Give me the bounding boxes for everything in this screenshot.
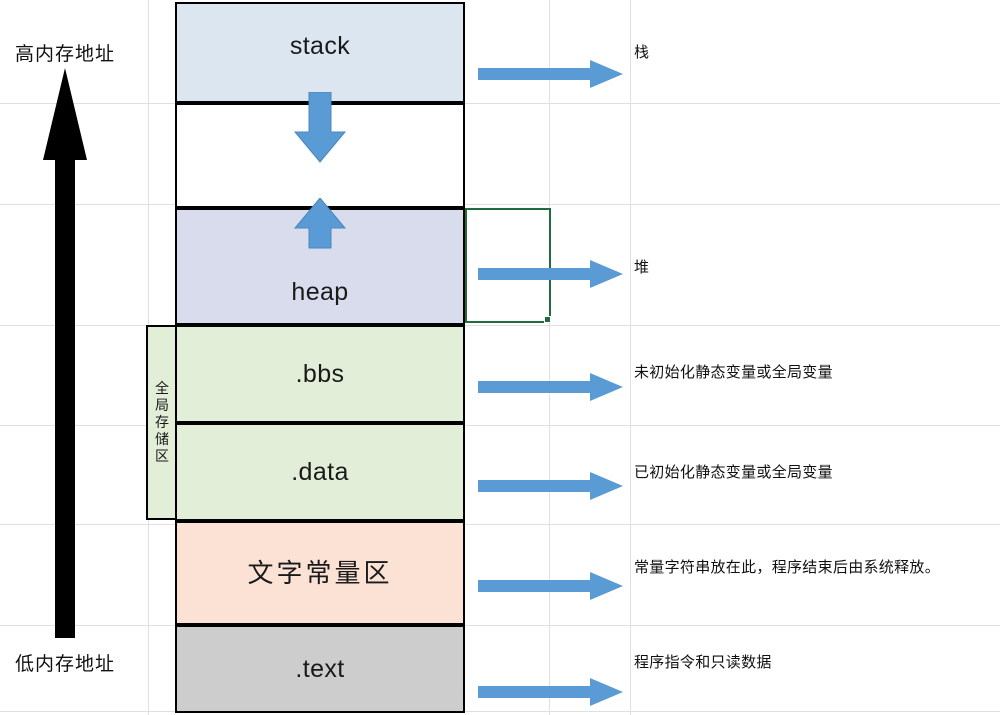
note-heap: 堆 [634,259,650,276]
memory-block-stack[interactable]: stack [175,2,465,103]
pointer-arrow-string-literals [478,572,623,600]
pointer-arrow-data [478,472,623,500]
memory-block-data[interactable]: .data [175,423,465,521]
gridline-horizontal [0,425,1000,426]
low-memory-address-label: 低内存地址 [15,654,116,675]
memory-block-string-literals-label: 文字常量区 [247,558,393,588]
memory-block-bbs-label: .bbs [295,359,345,388]
memory-block-bbs[interactable]: .bbs [175,325,465,423]
memory-block-text[interactable]: .text [175,625,465,713]
gridline-vertical [549,0,550,715]
pointer-arrow-bbs [478,373,623,401]
gridline-horizontal [0,325,1000,326]
pointer-arrow-text [478,678,623,706]
spreadsheet-cell-selection[interactable] [465,208,551,323]
note-text: 程序指令和只读数据 [634,654,772,671]
note-stack: 栈 [634,44,650,61]
gridline-horizontal [0,524,1000,525]
memory-block-string-literals[interactable]: 文字常量区 [175,521,465,625]
gridline-horizontal [0,103,1000,104]
note-data: 已初始化静态变量或全局变量 [634,464,833,481]
memory-block-stack-label: stack [289,32,351,60]
memory-block-data-label: .data [291,457,349,486]
note-bbs: 未初始化静态变量或全局变量 [634,364,833,381]
memory-block-text-label: .text [295,654,345,683]
global-storage-label: 全局存储区 [155,379,169,465]
memory-block-heap[interactable]: heap [175,208,465,325]
memory-block-free-gap[interactable] [175,103,465,208]
high-memory-address-label: 高内存地址 [15,44,116,65]
gridline-vertical [630,0,631,715]
note-string-literals: 常量字符串放在此，程序结束后由系统释放。 [634,559,941,576]
memory-block-heap-label: heap [291,278,349,306]
gridline-horizontal [0,711,1000,712]
gridline-horizontal [0,204,1000,205]
memory-direction-axis-arrow [43,68,87,638]
pointer-arrow-stack [478,60,623,88]
global-storage-bracket: 全局存储区 [146,325,178,520]
selection-fill-handle[interactable] [544,316,551,323]
gridline-horizontal [0,625,1000,626]
